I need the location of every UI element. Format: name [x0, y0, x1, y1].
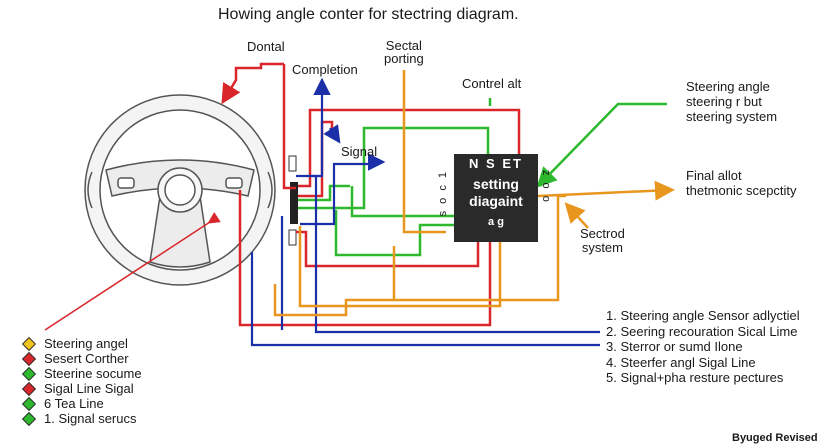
steering-wheel: [84, 94, 276, 286]
diamond-icon: [21, 411, 37, 426]
label-sectal-porting: Sectal porting: [384, 38, 424, 66]
legend-right-item: 5. Signal+pha resture pectures: [606, 370, 784, 385]
legend-left: Steering angel Sesert Corther Steerine s…: [21, 336, 142, 426]
label-final-allot: Final allot thetmonic scepctity: [686, 168, 797, 198]
controller-box: [454, 154, 538, 242]
diamond-icon: [21, 366, 37, 381]
label-steering-angle: Steering angle steering r but steering s…: [686, 79, 778, 124]
legend-left-item: Steering angel: [21, 336, 142, 351]
label-sectrod-system: Sectrod system: [580, 226, 625, 255]
diagram-title: Howing angle conter for stectring diagra…: [218, 6, 519, 23]
label-completion: Completion: [292, 62, 358, 77]
legend-right-item: 2. Seering recouration Sical Lime: [606, 323, 798, 339]
label-dontal: Dontal: [247, 39, 285, 54]
legend-left-item: Sesert Corther: [21, 351, 142, 366]
diamond-icon: [21, 381, 37, 396]
diamond-icon: [21, 336, 37, 351]
box-header: N S ET: [469, 156, 523, 171]
legend-right: 1. Steering angle Sensor adlyctiel 2. Se…: [606, 308, 800, 386]
diamond-icon: [21, 396, 37, 411]
controller-box-labels: N S ET setting diagaint a g: [454, 154, 538, 242]
diamond-icon: [21, 351, 37, 366]
blue-wires: [250, 77, 600, 347]
label-control-alt: Contrel alt: [462, 76, 522, 91]
footer-revised: Byuged Revised: [732, 432, 818, 444]
box-side-left: s o c 1: [437, 170, 449, 217]
box-main-label: setting diagaint: [469, 176, 523, 209]
box-footer: a g: [488, 216, 504, 228]
wheel-connector: [288, 155, 298, 246]
orange-wires: [273, 70, 675, 317]
label-signal: Signal: [341, 144, 378, 159]
box-side-right: z o o: [540, 170, 552, 204]
legend-left-item: 6 Tea Line: [21, 396, 142, 411]
legend-right-item: 3. Sterror or sumd Ilone: [606, 339, 743, 354]
legend-left-item: 1. Signal serucs: [21, 411, 142, 426]
legend-left-item: Steerine socume: [21, 366, 142, 381]
legend-right-item: 1. Steering angle Sensor adlyctiel: [606, 308, 800, 323]
legend-right-item: 4. Steerfer angl Sigal Line: [606, 354, 756, 370]
legend-left-item: Sigal Line Sigal: [21, 381, 142, 396]
